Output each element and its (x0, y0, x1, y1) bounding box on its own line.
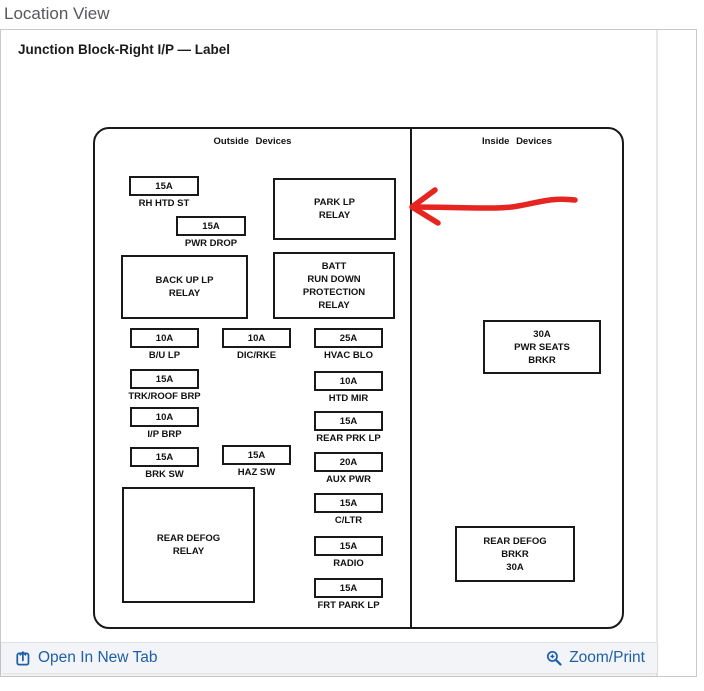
relay-line: REAR DEFOG (156, 533, 221, 544)
fuse-label-hvac-blo: HVAC BLO (324, 350, 373, 361)
relay-line: RELAY (172, 546, 205, 557)
fuse-box-htd-mir: 10A (314, 371, 383, 391)
relay-box-rear-defog-relay: REAR DEFOG RELAY (122, 487, 255, 603)
fuse-box-trk-roof-brp: 15A (130, 369, 199, 389)
relay-line: BRKR (528, 354, 556, 366)
content-frame-edge (656, 30, 658, 676)
inside-devices-header: Inside Devices (481, 136, 552, 147)
fuse-label-trk-roof-brp: TRK/ROOF BRP (128, 391, 201, 402)
fuse-box-b-u-lp: 10A (130, 328, 199, 348)
relay-line: BATT (321, 260, 347, 272)
fuse-label-rear-prk-lp: REAR PRK LP (316, 433, 381, 444)
fuse-box-frt-park-lp: 15A (314, 578, 383, 598)
relay-line: PWR SEATS (514, 341, 570, 353)
fuse-label-brk-sw: BRK SW (145, 469, 184, 480)
fuse-label-b-u-lp: B/U LP (148, 350, 181, 361)
relay-line: PROTECTION (302, 286, 366, 298)
fuse-diagram: Outside Devices Inside Devices 15A RH HTD… (93, 127, 624, 629)
panel-footer-bar: Open In New Tab Zoom/Print (1, 642, 657, 673)
relay-line: PARK LP (314, 197, 355, 208)
fuse-box-rear-prk-lp: 15A (314, 411, 383, 431)
relay-line: RUN DOWN (307, 273, 361, 285)
zoom-print-link[interactable]: Zoom/Print (546, 649, 645, 667)
zoom-print-label: Zoom/Print (569, 649, 645, 666)
fuse-label-frt-park-lp: FRT PARK LP (317, 600, 380, 611)
relay-line: BRKR (501, 548, 529, 560)
fuse-label-htd-mir: HTD MIR (328, 393, 369, 404)
fuse-box-i-p-brp: 10A (130, 407, 199, 427)
relay-box-back-up-lp-relay: BACK UP LP RELAY (121, 255, 248, 319)
diagram-section-divider (410, 129, 412, 627)
diagram-title: Junction Block-Right I/P — Label (18, 42, 231, 57)
relay-line: RELAY (168, 288, 201, 299)
relay-line: RELAY (318, 299, 350, 311)
relay-box-park-lp-relay: PARK LP RELAY (273, 178, 396, 240)
fuse-box-radio: 15A (314, 536, 383, 556)
page-title: Location View (4, 4, 110, 23)
relay-line: 30A (533, 328, 551, 340)
fuse-label-i-p-brp: I/P BRP (147, 429, 182, 440)
open-in-new-tab-label: Open In New Tab (38, 649, 158, 666)
fuse-box-rh-htd-st: 15A (129, 176, 199, 196)
fuse-label-radio: RADIO (333, 558, 364, 569)
zoom-icon (547, 650, 562, 666)
fuse-label-c-ltr: C/LTR (334, 515, 363, 526)
fuse-label-aux-pwr: AUX PWR (326, 474, 371, 485)
relay-line: REAR DEFOG (483, 535, 547, 547)
open-in-new-tab-icon (16, 650, 30, 665)
location-view-panel: Junction Block-Right I/P — Label Outside… (0, 29, 697, 677)
fuse-box-haz-sw: 15A (222, 445, 291, 465)
outside-devices-header: Outside Devices (213, 136, 292, 147)
fuse-label-dic-rke: DIC/RKE (236, 350, 277, 361)
fuse-box-dic-rke: 10A (222, 328, 291, 348)
fuse-box-brk-sw: 15A (130, 447, 199, 467)
relay-line: 30A (506, 561, 524, 573)
fuse-label-rh-htd-st: RH HTD ST (138, 198, 190, 209)
relay-line: RELAY (318, 210, 351, 221)
open-in-new-tab-link[interactable]: Open In New Tab (16, 649, 157, 667)
fuse-label-haz-sw: HAZ SW (237, 467, 276, 478)
relay-line: BACK UP LP (155, 275, 214, 286)
fuse-box-pwr-drop: 15A (176, 216, 246, 236)
fuse-box-hvac-blo: 25A (314, 328, 383, 348)
fuse-label-pwr-drop: PWR DROP (184, 238, 238, 249)
fuse-box-c-ltr: 15A (314, 493, 383, 513)
fuse-box-aux-pwr: 20A (314, 452, 383, 472)
